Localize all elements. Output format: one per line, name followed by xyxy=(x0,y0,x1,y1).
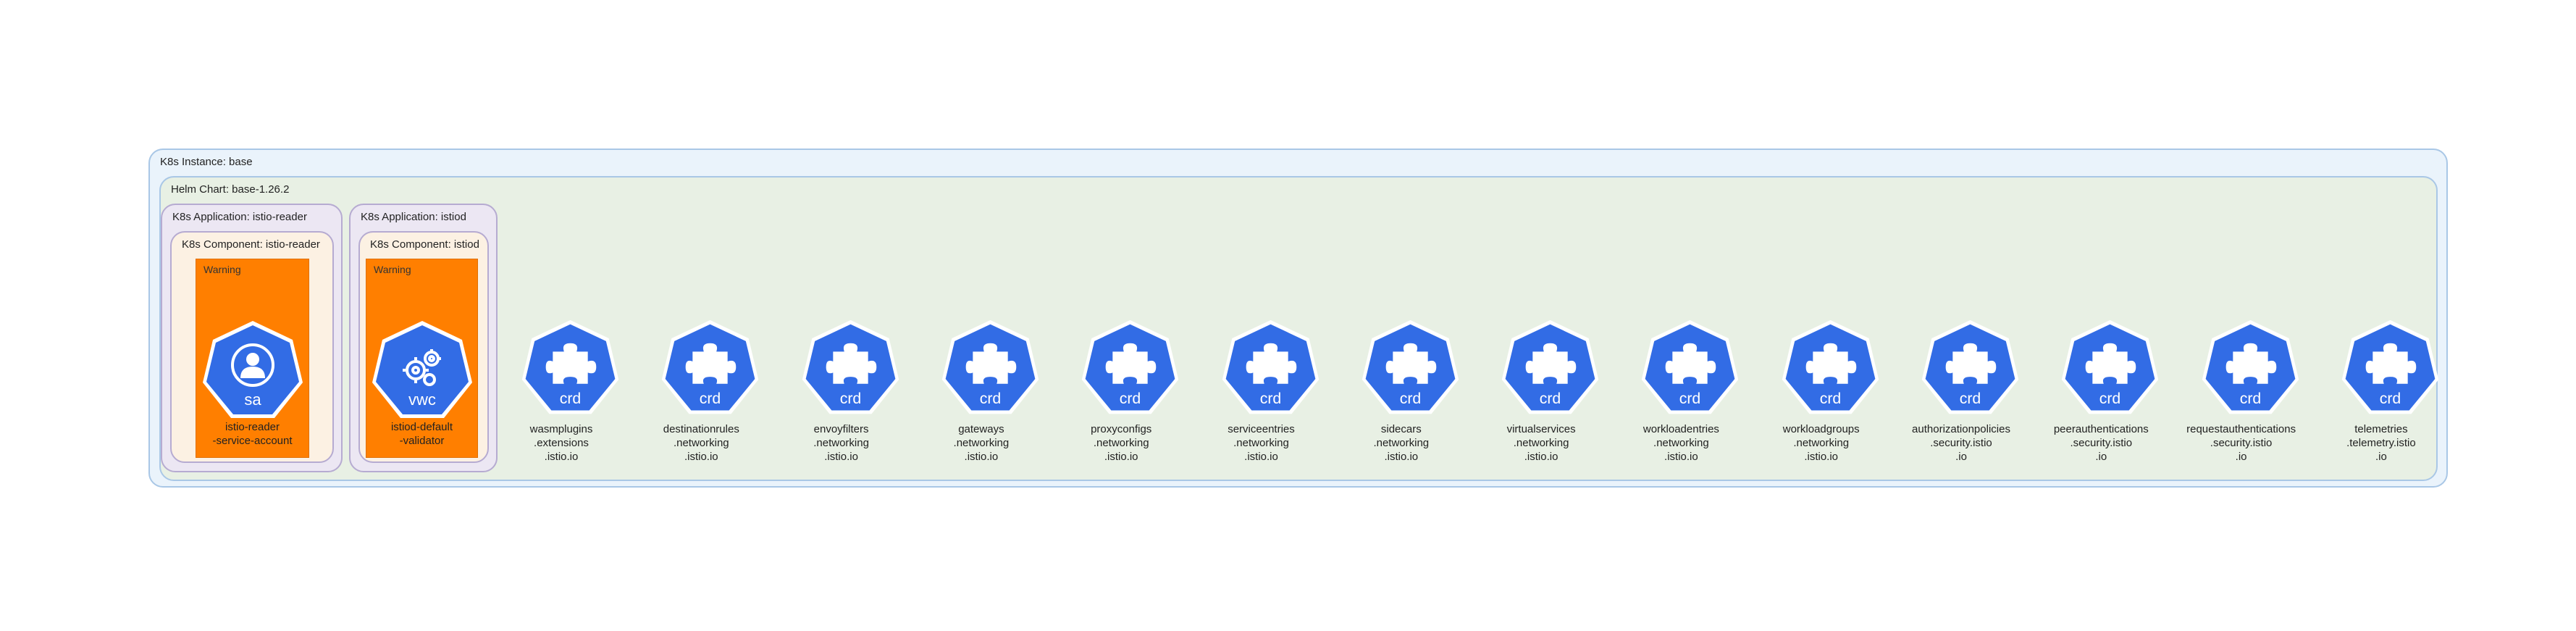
crd-label: wasmplugins .extensions .istio.io xyxy=(529,423,593,463)
crd-label: authorizationpolicies .security.istio .i… xyxy=(1912,423,2010,463)
crd-icon-text: crd xyxy=(2380,390,2401,407)
crd-icon-text: crd xyxy=(1120,390,1141,407)
crd-puzzle-icon: crd xyxy=(662,319,759,414)
crd-icon-text: crd xyxy=(1819,390,1841,407)
validating-webhook-config-icon: vwc xyxy=(372,321,472,418)
warning-node-service-account: Warning sa istio-reader -service-account xyxy=(196,259,309,458)
crd-label: peerauthentications .security.istio .io xyxy=(2053,423,2149,463)
comp-reader-label: K8s Component: istio-reader xyxy=(182,238,320,251)
crd-label: serviceentries .networking .istio.io xyxy=(1228,423,1295,463)
warning-label: Warning xyxy=(204,264,241,275)
crd-label: virtualservices .networking .istio.io xyxy=(1506,423,1576,463)
crd-label: sidecars .networking .istio.io xyxy=(1373,423,1430,463)
crd-puzzle-icon: crd xyxy=(1501,319,1599,414)
crd-icon-text: crd xyxy=(560,390,582,407)
warning-node-text: istio-reader -service-account xyxy=(212,421,293,447)
comp-istiod-label: K8s Component: istiod xyxy=(370,238,479,251)
chart-label: Helm Chart: base-1.26.2 xyxy=(171,183,290,196)
crd-puzzle-icon: crd xyxy=(941,319,1039,414)
crd-label: destinationrules .networking .istio.io xyxy=(663,423,739,463)
crd-puzzle-icon: crd xyxy=(2341,319,2439,414)
crd-puzzle-icon: crd xyxy=(1362,319,1459,414)
crd-icon-text: crd xyxy=(1540,390,1561,407)
crd-puzzle-icon: crd xyxy=(2062,319,2159,414)
warning-node-text: istiod-default -validator xyxy=(390,421,453,447)
crd-icon-text: crd xyxy=(1400,390,1422,407)
crd-label: proxyconfigs .networking .istio.io xyxy=(1091,423,1152,463)
crd-label: envoyfilters .networking .istio.io xyxy=(813,423,869,463)
helm-chart-cluster: Helm Chart: base-1.26.2 xyxy=(159,176,2438,481)
crd-icon-text: crd xyxy=(839,390,861,407)
crd-puzzle-icon: crd xyxy=(2202,319,2299,414)
crd-icon-text: crd xyxy=(1960,390,1981,407)
crd-icon-text: crd xyxy=(1679,390,1701,407)
vwc-icon-text: vwc xyxy=(408,390,436,409)
crd-label: requestauthentications .security.istio .… xyxy=(2186,423,2296,463)
crd-icon-text: crd xyxy=(1259,390,1281,407)
crd-puzzle-icon: crd xyxy=(802,319,899,414)
crd-puzzle-icon: crd xyxy=(1921,319,2019,414)
crd-label: workloadentries .networking .istio.io xyxy=(1642,423,1719,463)
crd-icon-text: crd xyxy=(2099,390,2121,407)
instance-label: K8s Instance: base xyxy=(160,156,253,168)
crd-puzzle-icon: crd xyxy=(1782,319,1879,414)
service-account-icon: sa xyxy=(202,321,303,418)
crd-icon-text: crd xyxy=(2239,390,2261,407)
sa-icon-text: sa xyxy=(244,390,261,409)
crd-puzzle-icon: crd xyxy=(1081,319,1179,414)
crd-label: workloadgroups .networking .istio.io xyxy=(1782,423,1860,463)
warning-node-validating-webhook: Warning vwc istiod-default -validator xyxy=(366,259,478,458)
crd-icon-text: crd xyxy=(700,390,721,407)
crd-puzzle-icon: crd xyxy=(1222,319,1319,414)
crd-label: gateways .networking .istio.io xyxy=(953,423,1010,463)
app-reader-label: K8s Application: istio-reader xyxy=(172,211,307,223)
crd-icon-text: crd xyxy=(980,390,1002,407)
crd-label: telemetries .telemetry.istio .io xyxy=(2346,423,2416,463)
app-istiod-label: K8s Application: istiod xyxy=(361,211,466,223)
warning-label: Warning xyxy=(374,264,411,275)
crd-puzzle-icon: crd xyxy=(521,319,619,414)
crd-puzzle-icon: crd xyxy=(1642,319,1739,414)
